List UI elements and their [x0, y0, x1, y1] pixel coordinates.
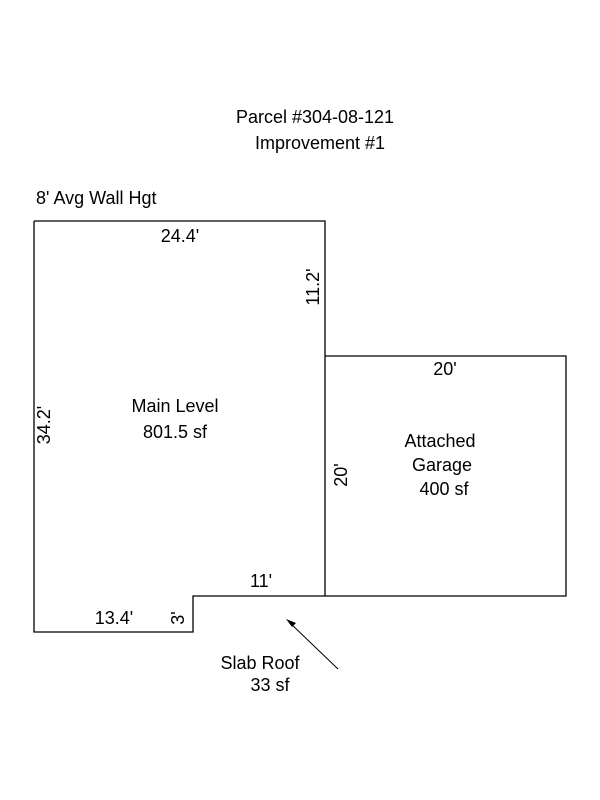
- garage-name-line1: Attached: [404, 431, 476, 451]
- garage-left-dimension: 20': [331, 463, 351, 487]
- main-level-name: Main Level: [131, 396, 219, 416]
- parcel-title: Parcel #304-08-121: [235, 107, 395, 127]
- wall-height-note: 8' Avg Wall Hgt: [36, 188, 157, 208]
- garage-name-line2: Garage: [411, 455, 473, 475]
- slab-roof-pointer-line: [288, 621, 339, 670]
- garage-outline: [325, 355, 567, 597]
- main-left-dimension: 34.2': [34, 405, 54, 445]
- slab-roof-pointer-arrowhead: [286, 619, 296, 627]
- notch-height-dimension: 3': [168, 611, 188, 625]
- slab-roof-area: 33 sf: [250, 675, 290, 695]
- main-top-dimension: 24.4': [160, 226, 200, 246]
- notch-top-dimension: 11': [249, 571, 273, 591]
- improvement-subtitle: Improvement #1: [254, 133, 386, 153]
- garage-area: 400 sf: [419, 479, 469, 499]
- main-right-upper-dimension: 11.2': [303, 268, 323, 306]
- main-level-area: 801.5 sf: [142, 422, 208, 442]
- main-bottom-dimension: 13.4': [94, 608, 134, 628]
- garage-top-dimension: 20': [433, 359, 457, 379]
- slab-roof-name: Slab Roof: [220, 653, 300, 673]
- main-level-outline: [33, 220, 326, 633]
